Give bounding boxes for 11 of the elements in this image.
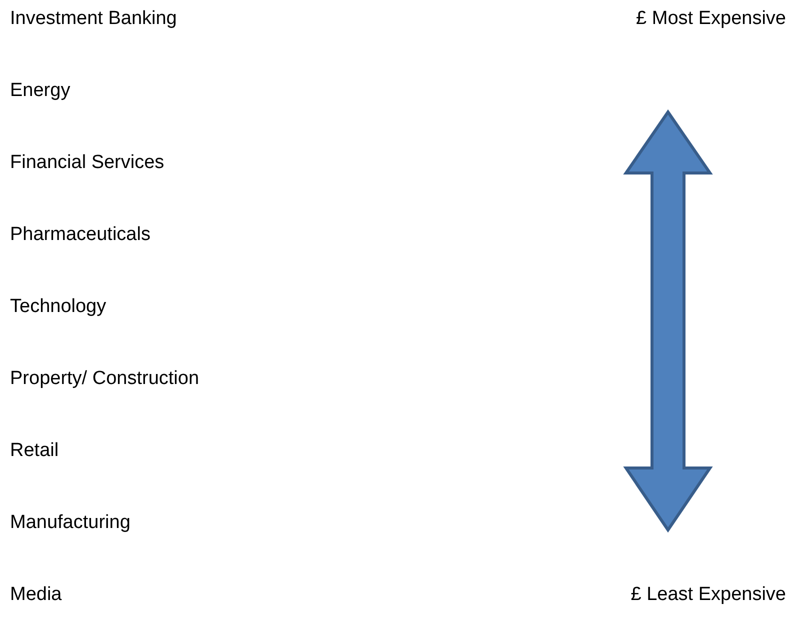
scale-label: £ Most Expensive [636, 7, 786, 31]
sector-label: Media [10, 583, 62, 607]
sector-label: Property/ Construction [10, 367, 200, 391]
sector-label: Manufacturing [10, 511, 130, 535]
sector-label: Pharmaceuticals [10, 223, 150, 247]
sector-label: Financial Services [10, 151, 164, 175]
scale-label: £ Least Expensive [630, 583, 786, 607]
sector-label: Technology [10, 295, 106, 319]
sector-label: Retail [10, 439, 59, 463]
sector-label: Energy [10, 79, 70, 103]
sector-label: Investment Banking [10, 7, 177, 31]
